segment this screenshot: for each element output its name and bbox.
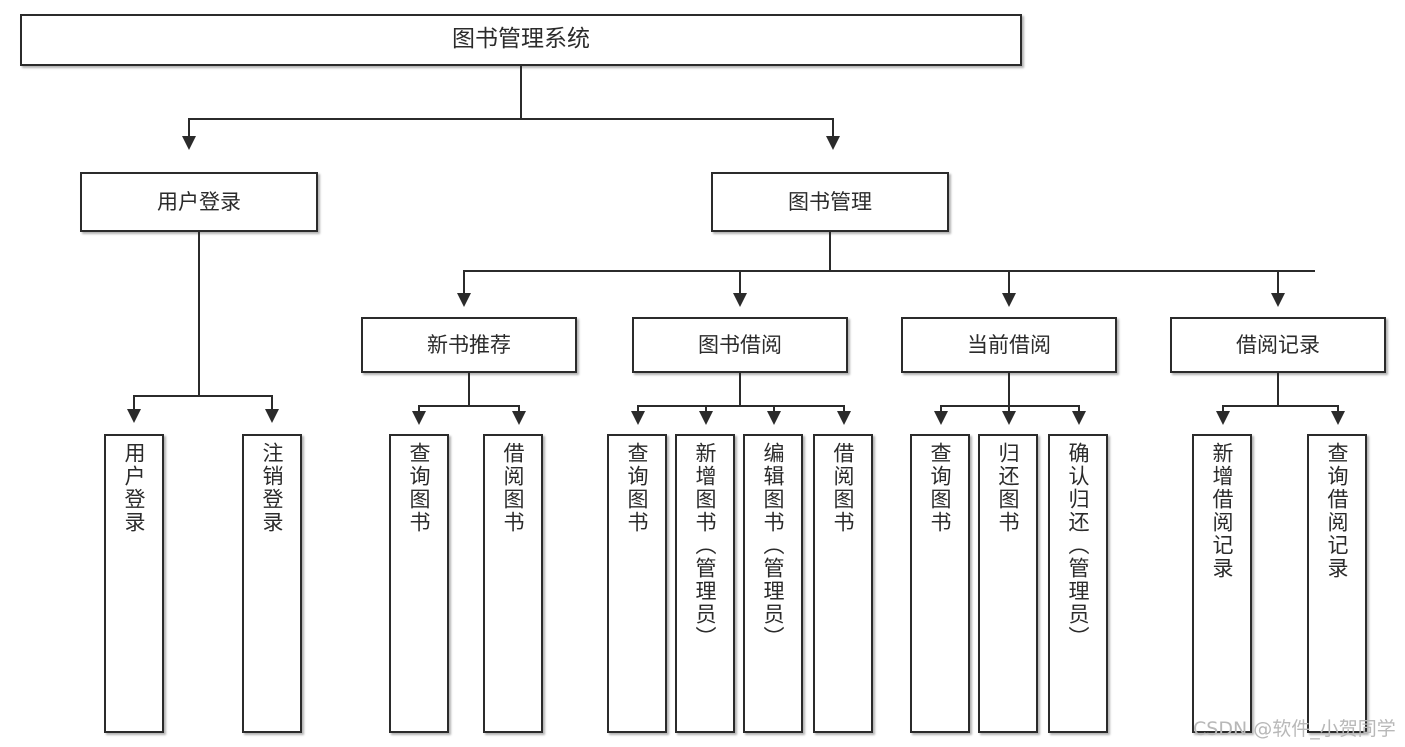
arrowhead-to-leaf-confirm-return bbox=[1072, 411, 1086, 425]
leaf-borrow-books-recommend[interactable]: 借阅图书 bbox=[483, 434, 543, 733]
leaf-confirm-return-admin[interactable]: 确认归还（管理员） bbox=[1048, 434, 1108, 733]
node-book-borrow[interactable]: 图书借阅 bbox=[632, 317, 848, 373]
connector-level3-bus bbox=[463, 270, 1315, 272]
connector-borrow-records-drop-2 bbox=[1337, 405, 1339, 413]
node-label: 编辑图书（管理员） bbox=[761, 442, 786, 649]
arrowhead-to-book-borrow bbox=[733, 293, 747, 307]
node-label: 查询图书 bbox=[407, 442, 432, 534]
arrowhead-to-leaf-add-record bbox=[1216, 411, 1230, 425]
node-label: 归还图书 bbox=[996, 442, 1021, 534]
node-label: 新增借阅记录 bbox=[1210, 442, 1235, 580]
leaf-edit-book-admin[interactable]: 编辑图书（管理员） bbox=[743, 434, 803, 733]
connector-borrow-records-drop-1 bbox=[1222, 405, 1224, 413]
node-user-login[interactable]: 用户登录 bbox=[80, 172, 318, 232]
arrowhead-to-current-borrow bbox=[1002, 293, 1016, 307]
connector-user-login-drop-2 bbox=[271, 395, 273, 411]
arrowhead-to-leaf-logout bbox=[265, 409, 279, 423]
connector-current-borrow-drop-2 bbox=[1008, 405, 1010, 413]
arrowhead-to-user-login bbox=[182, 136, 196, 150]
connector-user-login-drop-1 bbox=[133, 395, 135, 411]
connector-current-borrow-stem bbox=[1008, 373, 1010, 406]
connector-book-borrow-drop-1 bbox=[637, 405, 639, 413]
connector-root-drop-2 bbox=[832, 118, 834, 138]
connector-book-borrow-drop-4 bbox=[843, 405, 845, 413]
leaf-query-books-current[interactable]: 查询图书 bbox=[910, 434, 970, 733]
connector-current-borrow-drop-3 bbox=[1078, 405, 1080, 413]
node-borrow-records[interactable]: 借阅记录 bbox=[1170, 317, 1386, 373]
arrowhead-to-leaf-borrow-books-2 bbox=[837, 411, 851, 425]
connector-root-bus bbox=[188, 118, 834, 120]
arrowhead-to-leaf-query-books-1 bbox=[412, 411, 426, 425]
connector-root-stem bbox=[520, 66, 522, 119]
connector-borrow-records-bus bbox=[1222, 405, 1337, 407]
node-system-root[interactable]: 图书管理系统 bbox=[20, 14, 1022, 66]
node-book-management[interactable]: 图书管理 bbox=[711, 172, 949, 232]
node-label: 新书推荐 bbox=[427, 332, 511, 357]
arrowhead-to-leaf-borrow-books-1 bbox=[512, 411, 526, 425]
arrowhead-to-leaf-query-books-2 bbox=[631, 411, 645, 425]
csdn-watermark: CSDN @软件_小贺同学 bbox=[1193, 718, 1396, 740]
connector-book-borrow-stem bbox=[739, 373, 741, 406]
connector-level3-drop-2 bbox=[739, 270, 741, 295]
node-label: 用户登录 bbox=[157, 189, 241, 214]
leaf-query-borrow-record[interactable]: 查询借阅记录 bbox=[1307, 434, 1367, 733]
arrowhead-to-leaf-return-books bbox=[1002, 411, 1016, 425]
connector-borrow-records-stem bbox=[1277, 373, 1279, 406]
arrowhead-to-leaf-query-books-3 bbox=[934, 411, 948, 425]
node-new-book-recommend[interactable]: 新书推荐 bbox=[361, 317, 577, 373]
leaf-add-borrow-record[interactable]: 新增借阅记录 bbox=[1192, 434, 1252, 733]
connector-root-drop-1 bbox=[188, 118, 190, 138]
node-current-borrow[interactable]: 当前借阅 bbox=[901, 317, 1117, 373]
connector-book-borrow-drop-2 bbox=[705, 405, 707, 413]
connector-book-borrow-bus bbox=[637, 405, 843, 407]
node-label: 借阅图书 bbox=[831, 442, 856, 534]
leaf-add-book-admin[interactable]: 新增图书（管理员） bbox=[675, 434, 735, 733]
connector-new-book-drop-2 bbox=[518, 405, 520, 413]
node-label: 查询借阅记录 bbox=[1325, 442, 1350, 580]
arrowhead-to-leaf-user-login bbox=[127, 409, 141, 423]
node-label: 确认归还（管理员） bbox=[1066, 442, 1091, 649]
leaf-query-books-recommend[interactable]: 查询图书 bbox=[389, 434, 449, 733]
node-label: 借阅图书 bbox=[501, 442, 526, 534]
connector-book-management-stem bbox=[829, 232, 831, 271]
connector-level3-drop-1 bbox=[463, 270, 465, 295]
node-label: 新增图书（管理员） bbox=[693, 442, 718, 649]
arrowhead-to-new-book-recommend bbox=[457, 293, 471, 307]
connector-current-borrow-drop-1 bbox=[940, 405, 942, 413]
arrowhead-to-borrow-records bbox=[1271, 293, 1285, 307]
node-label: 查询图书 bbox=[625, 442, 650, 534]
arrowhead-to-book-management bbox=[826, 136, 840, 150]
node-label: 图书管理系统 bbox=[452, 26, 590, 53]
connector-book-borrow-drop-3 bbox=[773, 405, 775, 413]
node-label: 图书借阅 bbox=[698, 332, 782, 357]
connector-user-login-bus bbox=[133, 395, 271, 397]
arrowhead-to-leaf-query-record bbox=[1331, 411, 1345, 425]
node-label: 当前借阅 bbox=[967, 332, 1051, 357]
node-label: 图书管理 bbox=[788, 189, 872, 214]
connector-level3-drop-4 bbox=[1277, 270, 1279, 295]
connector-new-book-bus bbox=[418, 405, 518, 407]
leaf-borrow-books[interactable]: 借阅图书 bbox=[813, 434, 873, 733]
node-label: 借阅记录 bbox=[1236, 332, 1320, 357]
leaf-query-books-borrow[interactable]: 查询图书 bbox=[607, 434, 667, 733]
leaf-return-books[interactable]: 归还图书 bbox=[978, 434, 1038, 733]
leaf-user-login[interactable]: 用户登录 bbox=[104, 434, 164, 733]
node-label: 用户登录 bbox=[122, 442, 147, 534]
node-label: 查询图书 bbox=[928, 442, 953, 534]
arrowhead-to-leaf-add-book bbox=[699, 411, 713, 425]
arrowhead-to-leaf-edit-book bbox=[767, 411, 781, 425]
leaf-logout[interactable]: 注销登录 bbox=[242, 434, 302, 733]
connector-new-book-drop-1 bbox=[418, 405, 420, 413]
node-label: 注销登录 bbox=[260, 442, 285, 534]
connector-user-login-stem bbox=[198, 232, 200, 396]
connector-new-book-stem bbox=[468, 373, 470, 406]
connector-level3-drop-3 bbox=[1008, 270, 1010, 295]
